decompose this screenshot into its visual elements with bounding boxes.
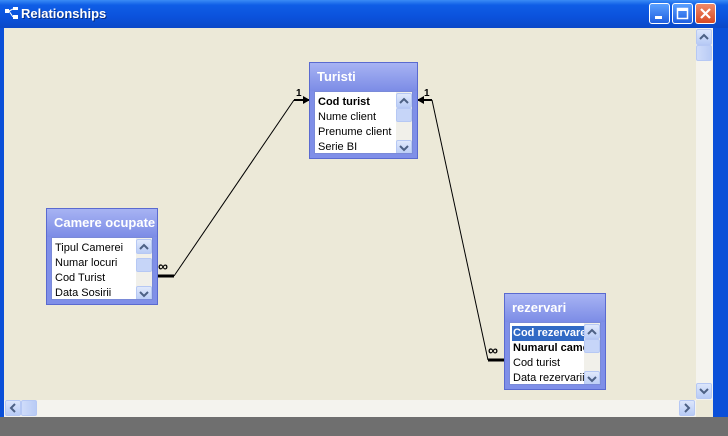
relationships-canvas[interactable]: 1 1 ∞ ∞ Turisti Cod turist Nume client P… [4, 28, 696, 400]
field-list-scrollbar[interactable] [396, 92, 412, 153]
field-list[interactable]: Tipul Camerei Numar locuri Cod Turist Da… [51, 237, 153, 300]
scroll-up-button[interactable] [584, 324, 600, 339]
field-list[interactable]: Cod turist Nume client Prenume client Se… [314, 91, 413, 154]
scroll-down-button[interactable] [696, 383, 712, 399]
vertical-scroll-thumb[interactable] [696, 45, 712, 61]
cardinality-one-label: 1 [296, 88, 302, 99]
field-item[interactable]: Cod turist [513, 357, 561, 369]
cardinality-many-label: ∞ [158, 258, 168, 274]
chevron-down-icon [699, 388, 709, 395]
window-left-border [0, 28, 4, 417]
close-button[interactable] [695, 3, 716, 24]
field-item[interactable]: Cod Turist [55, 272, 106, 284]
table-title[interactable]: rezervari [505, 294, 605, 322]
chevron-left-icon [9, 403, 16, 413]
chevron-down-icon [587, 376, 597, 383]
chevron-up-icon [699, 33, 709, 40]
field-list-scrollbar[interactable] [136, 238, 152, 299]
chevron-up-icon [587, 328, 597, 335]
relationships-icon [5, 7, 18, 19]
scroll-down-button[interactable] [136, 286, 152, 299]
window-title: Relationships [21, 6, 107, 21]
desktop-background [0, 417, 728, 436]
vertical-scrollbar[interactable] [696, 28, 713, 400]
chevron-right-icon [684, 403, 691, 413]
scroll-thumb[interactable] [136, 258, 152, 272]
table-turisti[interactable]: Turisti Cod turist Nume client Prenume c… [309, 62, 418, 159]
field-item[interactable]: Tipul Camerei [55, 242, 124, 254]
horizontal-scrollbar[interactable] [4, 400, 696, 417]
scroll-thumb[interactable] [584, 339, 600, 353]
cardinality-many-label: ∞ [488, 342, 498, 358]
cardinality-one-label: 1 [424, 88, 430, 99]
close-icon [700, 8, 711, 19]
table-rezervari[interactable]: rezervari Cod rezervare Numarul camerei … [504, 293, 606, 390]
scroll-left-button[interactable] [5, 400, 21, 416]
scroll-down-button[interactable] [584, 371, 600, 384]
chevron-up-icon [139, 243, 149, 250]
minimize-button[interactable] [649, 3, 670, 24]
scroll-up-button[interactable] [136, 239, 152, 254]
scroll-up-button[interactable] [396, 93, 412, 108]
table-title[interactable]: Turisti [310, 63, 417, 91]
field-item[interactable]: Numar locuri [55, 257, 118, 269]
chevron-down-icon [139, 291, 149, 298]
minimize-icon [655, 16, 662, 19]
scroll-thumb[interactable] [396, 108, 412, 122]
scroll-up-button[interactable] [696, 29, 712, 45]
field-item[interactable]: Prenume client [318, 126, 392, 138]
field-list-scrollbar[interactable] [584, 323, 600, 384]
relationship-rezervari-turisti[interactable] [417, 96, 506, 362]
scrollbar-corner [696, 400, 713, 417]
field-list[interactable]: Cod rezervare Numarul camerei Cod turist… [509, 322, 601, 385]
scroll-down-button[interactable] [396, 140, 412, 153]
relationship-camere-turisti[interactable] [156, 96, 310, 278]
title-bar[interactable]: Relationships [0, 0, 728, 28]
maximize-icon [676, 7, 689, 20]
chevron-up-icon [399, 97, 409, 104]
field-item[interactable]: Data rezervarii [513, 372, 585, 384]
maximize-button[interactable] [672, 3, 693, 24]
table-camere-ocupate[interactable]: Camere ocupate Tipul Camerei Numar locur… [46, 208, 158, 305]
field-item[interactable]: Numarul camerei [513, 342, 601, 354]
scroll-right-button[interactable] [679, 400, 695, 416]
field-item[interactable]: Serie BI [318, 141, 358, 153]
field-item-selected[interactable]: Cod rezervare [512, 326, 589, 341]
window-right-border [713, 28, 728, 417]
field-item[interactable]: Cod turist [318, 96, 370, 108]
relationship-lines [156, 96, 506, 362]
field-item[interactable]: Nume client [318, 111, 377, 123]
chevron-down-icon [399, 145, 409, 152]
field-item[interactable]: Data Sosirii [55, 287, 112, 299]
horizontal-scroll-thumb[interactable] [21, 400, 37, 416]
table-title[interactable]: Camere ocupate [47, 209, 157, 237]
